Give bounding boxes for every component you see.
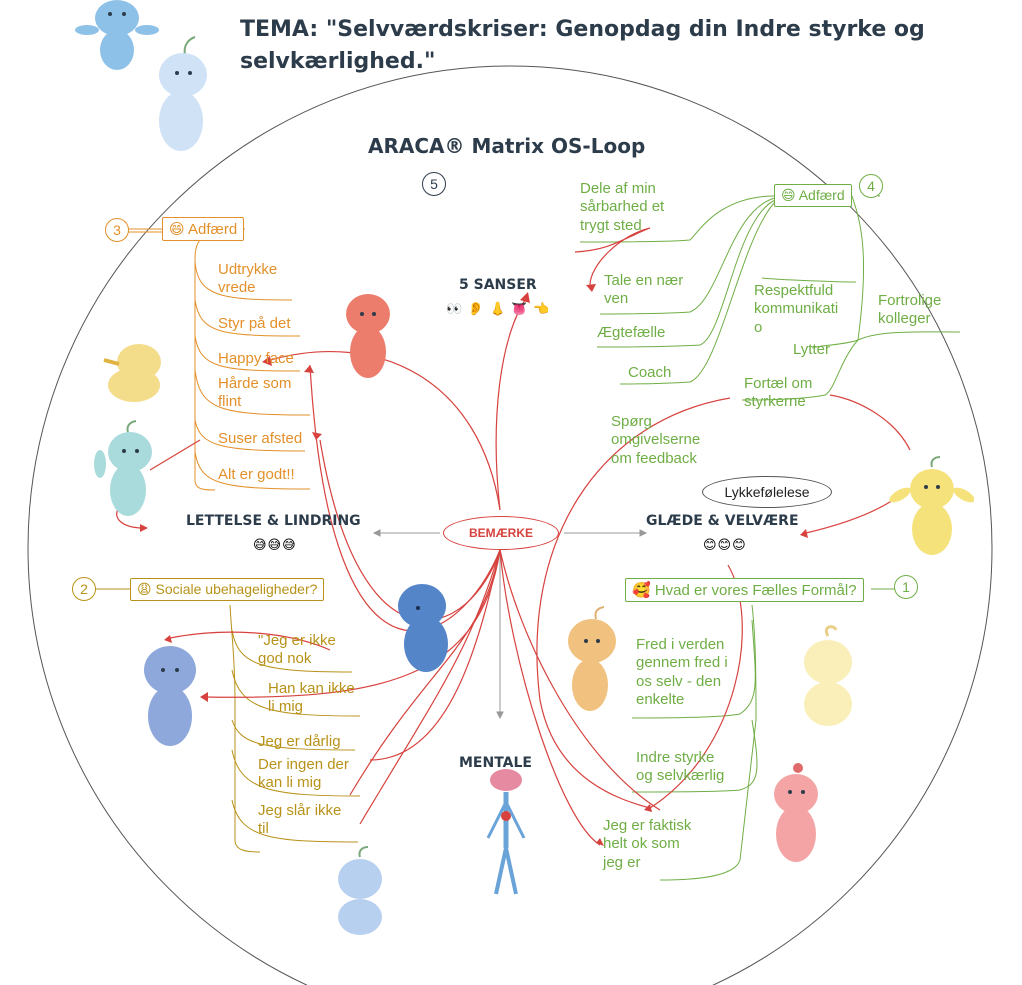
cream-figure	[804, 625, 852, 726]
q4-adfaerd-box[interactable]: 😄 Adfærd	[774, 184, 852, 207]
q4-item-fortael: Fortæl om styrkerne	[744, 375, 813, 411]
number-one: 1	[894, 575, 918, 599]
blue-sad-figure	[144, 646, 196, 746]
q1-item-indre: Indre styrke og selvkærlig	[636, 749, 725, 785]
bemaerke-node[interactable]: BEMÆRKE	[443, 516, 559, 550]
q3-item-happy: Happy face	[218, 350, 294, 367]
section-glaede-label: GLÆDE & VELVÆRE	[646, 513, 799, 529]
q1-formaal-box[interactable]: 🥰 Hvad er vores Fælles Formål?	[625, 578, 864, 602]
section-sanser-label: 5 SANSER	[459, 277, 537, 293]
q3-branches	[128, 228, 311, 491]
red-figure	[346, 294, 390, 378]
yellow-happy-figure	[889, 456, 974, 555]
q4-item-lytter: Lytter	[793, 341, 830, 358]
lykke-pill[interactable]: Lykkefølelese	[702, 476, 832, 508]
lettelse-emoji: 😅😅😅	[253, 537, 297, 552]
q4-item-spoerg: Spørg omgivelserne om feedback	[611, 413, 701, 467]
q1-item-jeg-er: Jeg er faktisk helt ok som jeg er	[603, 817, 692, 871]
section-lettelse-label: LETTELSE & LINDRING	[186, 513, 361, 529]
teal-figure	[94, 420, 152, 516]
sanser-emoji: 👀 👂 👃 👅 👈	[446, 301, 551, 316]
page-title-line1: TEMA: "Selvværdskriser: Genopdag din Ind…	[240, 17, 925, 42]
blue-figure	[75, 0, 159, 70]
q3-adfaerd-box[interactable]: 😄 Adfærd	[162, 217, 245, 241]
q4-item-aegtefaelle: Ægtefælle	[597, 324, 666, 341]
red-arrowheads	[140, 284, 808, 846]
q2-item-slaar: Jeg slår ikke til	[258, 802, 342, 838]
q4-item-respektfuld: Respektfuld kommunikati o	[754, 282, 839, 336]
q2-item-han: Han kan ikke li mig	[268, 680, 355, 716]
tan-figure	[568, 606, 616, 711]
matrix-title: ARACA® Matrix OS-Loop	[368, 134, 646, 158]
q2-item-ingen: Der ingen der kan li mig	[258, 756, 349, 792]
q3-item-udtrykke: Udtrykke vrede	[218, 261, 278, 297]
page-title-line2: selvkærlighed."	[240, 49, 436, 74]
q2-item-daarlig: Jeg er dårlig	[258, 733, 341, 750]
center-axes	[372, 529, 648, 720]
q4-item-tale: Tale en nær ven	[604, 272, 684, 308]
pink-figure	[774, 763, 818, 862]
yellow-figure	[103, 344, 161, 402]
number-four: 4	[859, 174, 883, 198]
section-mentale-label: MENTALE	[459, 755, 532, 771]
q4-item-fortrolige: Fortrolige kolleger	[878, 292, 942, 328]
q4-item-coach: Coach	[628, 364, 672, 381]
q1-branches	[631, 588, 895, 881]
glaede-emoji: 😊😊😊	[703, 537, 747, 552]
q2-sociale-box[interactable]: 😩 Sociale ubehageligheder?	[130, 578, 325, 601]
number-three: 3	[105, 218, 129, 242]
q3-item-haarde: Hårde som flint	[218, 375, 292, 411]
light-blue-figure	[159, 36, 207, 151]
blue-sitting-figure	[338, 846, 382, 935]
dark-blue-figure	[398, 584, 448, 672]
q4-item-dele: Dele af min sårbarhed et trygt sted	[580, 180, 665, 234]
q3-item-styr: Styr på det	[218, 315, 291, 332]
q2-item-god-nok: "Jeg er ikke god nok	[258, 632, 336, 668]
q3-item-suser: Suser afsted	[218, 430, 303, 447]
body-brain-figure	[486, 769, 526, 895]
q3-item-alt: Alt er godt!!	[218, 466, 295, 483]
q1-item-fred: Fred i verden gennem fred i os selv - de…	[636, 636, 728, 708]
red-arrows	[116, 227, 911, 846]
number-two: 2	[72, 577, 96, 601]
number-five: 5	[422, 172, 446, 196]
matrix-circle	[27, 65, 993, 985]
q4-branches	[579, 195, 961, 401]
